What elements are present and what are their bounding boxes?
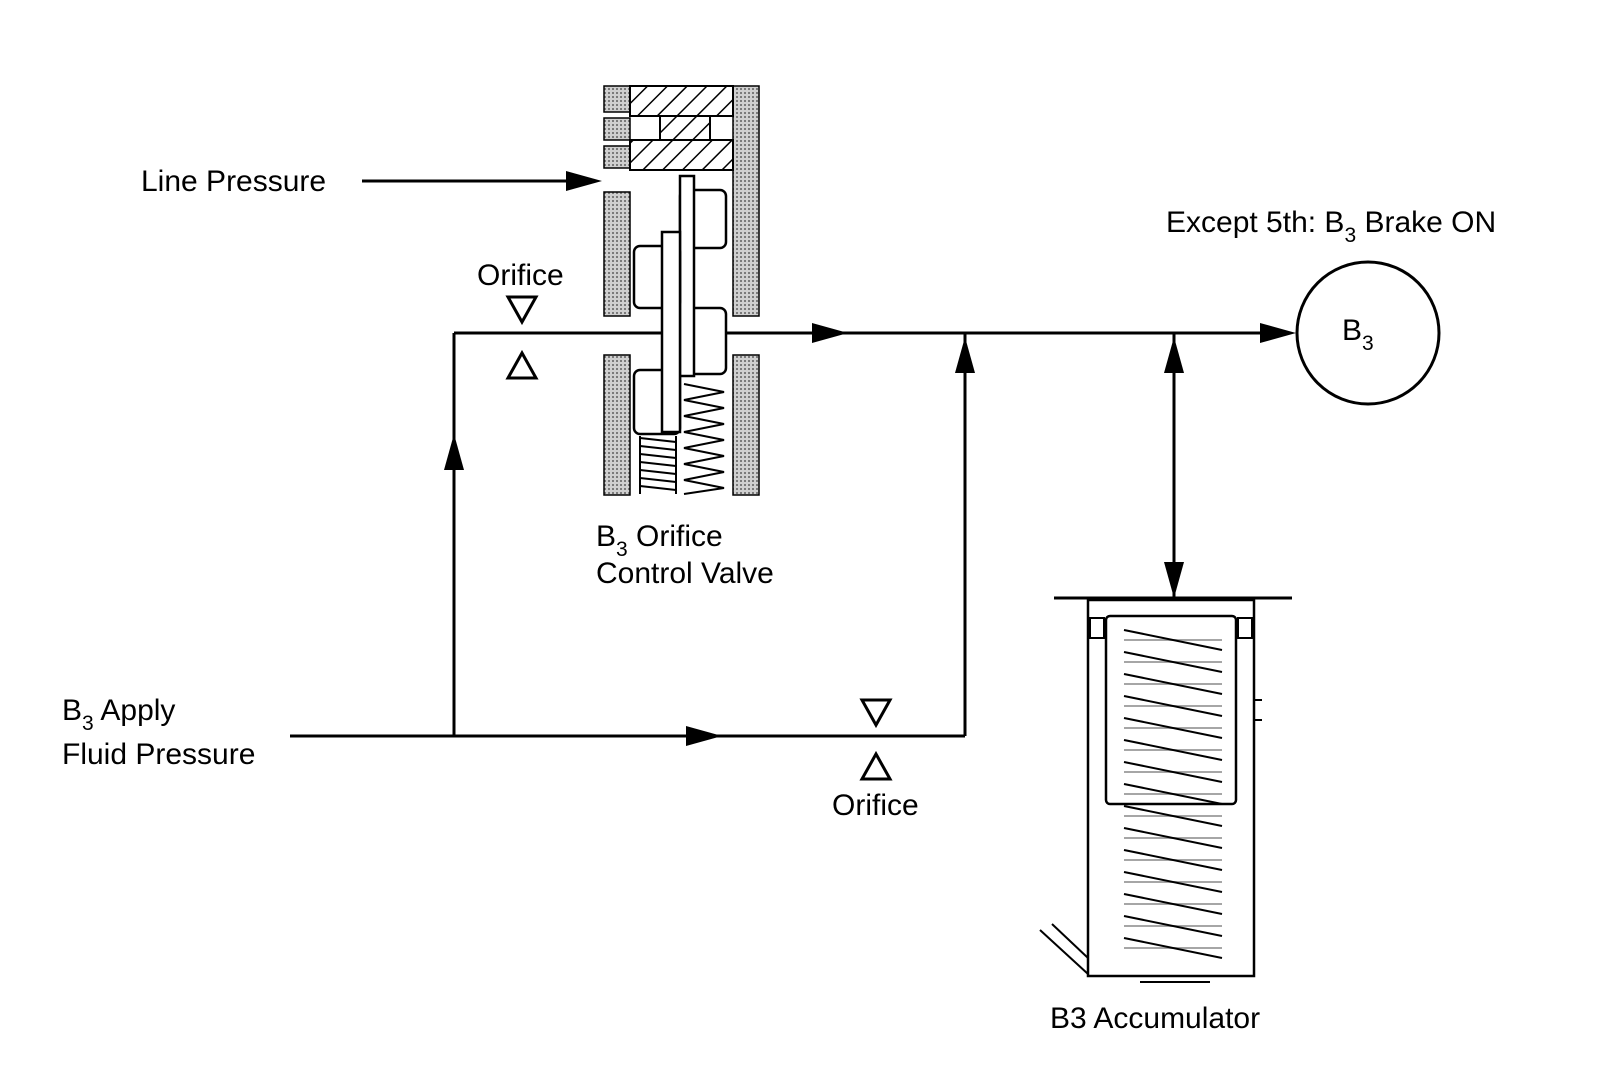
orifice-upper-bottom-triangle bbox=[505, 349, 539, 380]
valve-plug-upper bbox=[629, 85, 734, 117]
accumulator-spring bbox=[1123, 629, 1223, 959]
accumulator-bracket-b bbox=[1051, 923, 1089, 959]
except-5th-label: Except 5th: B bbox=[1166, 206, 1344, 239]
valve-spring-right bbox=[683, 383, 725, 495]
except-5th-suffix: Brake ON bbox=[1356, 206, 1496, 239]
line-pressure-label: Line Pressure bbox=[141, 165, 326, 198]
svg-text:Except 5th: B3 Brake ON: Except 5th: B3 Brake ON bbox=[1166, 206, 1496, 247]
accumulator-piston bbox=[1104, 614, 1238, 806]
except-5th-subscript: 3 bbox=[1344, 224, 1356, 247]
main-line-arrowhead bbox=[812, 323, 848, 343]
orifice-lower-bottom-triangle bbox=[859, 750, 893, 781]
valve-plug-middle bbox=[659, 115, 711, 141]
b3-brake: B3 bbox=[1295, 260, 1441, 406]
orifice-upper bbox=[505, 295, 539, 380]
apply-pressure-subscript: 3 bbox=[82, 712, 94, 735]
apply-pressure-label-line2: Fluid Pressure bbox=[62, 738, 255, 771]
orifice-lower-top-triangle bbox=[859, 698, 893, 729]
valve-label-b: B bbox=[596, 520, 616, 553]
to-b3-arrowhead bbox=[1260, 323, 1296, 343]
b3-circle-label: B bbox=[1342, 314, 1362, 347]
fluid-lines bbox=[290, 171, 1296, 746]
svg-text:B3 Apply: B3 Apply bbox=[62, 694, 175, 735]
valve-label-subscript: 3 bbox=[616, 538, 628, 561]
orifice-lower bbox=[859, 698, 893, 781]
svg-text:B3: B3 bbox=[1342, 314, 1374, 355]
orifice-upper-label: Orifice bbox=[477, 259, 564, 292]
valve-housing-right-upper bbox=[732, 85, 760, 317]
apply-pressure-label-apply: Apply bbox=[94, 694, 176, 727]
accumulator-down-arrowhead bbox=[1164, 562, 1184, 598]
valve-label-orifice: Orifice bbox=[628, 520, 723, 553]
valve-housing-left-mid2 bbox=[603, 145, 631, 169]
b3-circle-subscript: 3 bbox=[1362, 332, 1374, 355]
orifice-lower-label: Orifice bbox=[832, 789, 919, 822]
valve-spring-left bbox=[639, 436, 677, 494]
accumulator-seal-left bbox=[1089, 617, 1105, 639]
accumulator-label: B3 Accumulator bbox=[1050, 1002, 1260, 1035]
valve-housing-left-lower bbox=[603, 354, 631, 496]
b3-accumulator bbox=[1039, 596, 1292, 983]
orifice-upper-top-triangle bbox=[505, 295, 539, 326]
b3-orifice-control-valve bbox=[603, 85, 760, 496]
valve-housing-left-mid bbox=[603, 117, 631, 141]
accumulator-up-arrowhead bbox=[1164, 337, 1184, 373]
b3-brake-circle bbox=[1295, 260, 1441, 406]
accumulator-seal-right bbox=[1237, 617, 1253, 639]
valve-label-line2: Control Valve bbox=[596, 557, 774, 590]
left-riser-arrowhead bbox=[444, 434, 464, 470]
valve-housing-left-top bbox=[603, 85, 631, 113]
valve-spool-stem-left bbox=[660, 230, 682, 434]
apply-pressure-label-b: B bbox=[62, 694, 82, 727]
bypass-riser-arrowhead bbox=[955, 337, 975, 373]
apply-line-arrowhead bbox=[686, 726, 722, 746]
accumulator-bracket-a bbox=[1039, 929, 1089, 975]
valve-housing-right-lower bbox=[732, 354, 760, 496]
valve-spool-stem-right bbox=[678, 174, 696, 378]
valve-housing-left-upper bbox=[603, 191, 631, 317]
svg-text:B3 Orifice: B3 Orifice bbox=[596, 520, 723, 561]
valve-plug-lower bbox=[629, 139, 734, 171]
line-pressure-arrowhead bbox=[566, 171, 602, 191]
